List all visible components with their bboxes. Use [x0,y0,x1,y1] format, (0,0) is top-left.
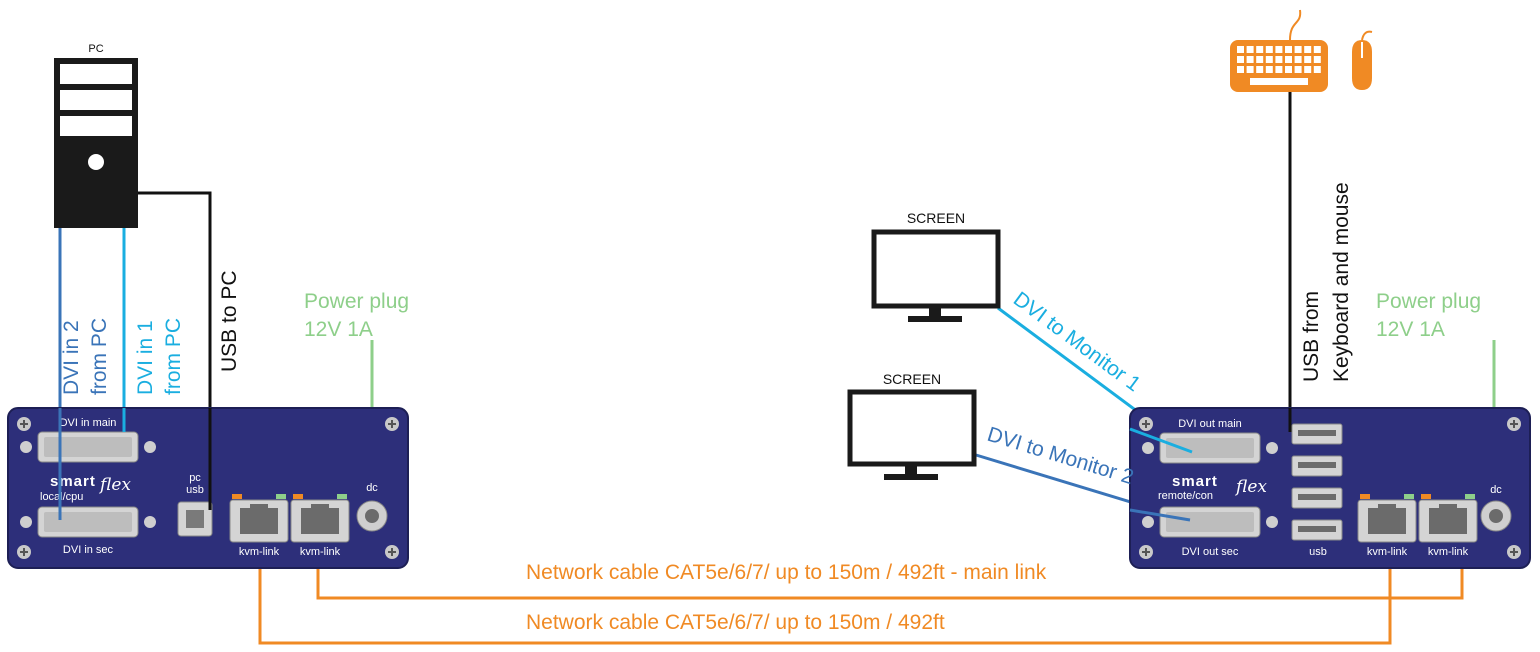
dvi-out-sec-label: DVI out sec [1182,546,1239,558]
keyboard-icon [1230,40,1328,92]
kvm-link-port-1[interactable] [229,494,289,543]
usb-a-port-4[interactable] [1291,519,1343,541]
pc-usb-label-1: pc [189,472,201,484]
remote-brand-flex: flex [1234,477,1267,497]
network-main-label: Network cable CAT5e/6/7/ up to 150m / 49… [526,561,1047,584]
usb-keyboard-label-line1: USB from [1300,291,1323,382]
power-right-label-line2: 12V 1A [1376,318,1445,341]
usb-a-port-1[interactable] [1291,423,1343,445]
usb-keyboard-label-line2: Keyboard and mouse [1330,182,1353,382]
dc-label: dc [366,482,378,494]
screw-icon [1507,417,1521,431]
remote-dc-power-jack[interactable] [1480,500,1512,532]
mouse-icon [1352,30,1373,90]
local-brand-flex: flex [98,475,131,495]
local-brand-smart: smart [50,473,96,490]
remote-brand-smart: smart [1172,473,1218,490]
screen-2-label: SCREEN [883,371,941,387]
dvi-in-main-label: DVI in main [60,417,117,429]
local-unit-type: local/cpu [40,491,83,503]
screw-icon [1139,545,1153,559]
screw-icon [17,417,31,431]
dvi-in-main-port[interactable] [20,431,156,463]
usb-a-port-2[interactable] [1291,455,1343,477]
remote-unit-type: remote/con [1158,490,1213,502]
dvi-in-sec-port[interactable] [20,506,156,538]
dvi-in-1-label-line2: from PC [162,318,185,395]
screen-2-monitor-icon: SCREEN [847,371,977,480]
kvm-link-label-1: kvm-link [239,546,280,558]
remote-kvm-link-label-1: kvm-link [1367,546,1408,558]
local-cpu-unit: DVI in main smart flex local/cpu DVI in … [7,407,409,569]
dvi-out-main-label: DVI out main [1178,418,1242,430]
power-left-label-line1: Power plug [304,290,409,313]
remote-kvm-link-label-2: kvm-link [1428,546,1469,558]
remote-con-unit: DVI out main smart flex remote/con DVI o… [1129,407,1531,569]
remote-kvm-link-port-1[interactable] [1357,494,1417,543]
network-cable-second [258,548,1392,645]
power-left-label-line2: 12V 1A [304,318,373,341]
kvm-link-port-2[interactable] [290,494,350,543]
usb-a-port-3[interactable] [1291,487,1343,509]
screw-icon [1507,545,1521,559]
screw-icon [17,545,31,559]
network-second-label: Network cable CAT5e/6/7/ up to 150m / 49… [526,611,945,634]
power-right-label-line1: Power plug [1376,290,1481,313]
dvi-in-2-label-line1: DVI in 2 [60,320,83,395]
kvm-link-label-2: kvm-link [300,546,341,558]
pc-tower-icon: PC [54,43,138,228]
dvi-in-sec-label: DVI in sec [63,544,114,556]
usb-b-port[interactable] [177,501,213,537]
dvi-in-1-label-line1: DVI in 1 [134,320,157,395]
dvi-out-main-port[interactable] [1142,432,1278,464]
pc-usb-label-2: usb [186,484,204,496]
usb-label: usb [1309,546,1327,558]
dvi-out-sec-port[interactable] [1142,506,1278,538]
pc-label: PC [88,43,103,55]
screw-icon [385,545,399,559]
usb-to-pc-label: USB to PC [218,270,241,372]
usb-to-pc-cable [136,191,212,508]
screen-1-monitor-icon: SCREEN [871,210,1001,322]
remote-kvm-link-port-2[interactable] [1418,494,1478,543]
screw-icon [385,417,399,431]
dc-power-jack[interactable] [356,500,388,532]
remote-dc-label: dc [1490,484,1502,496]
dvi-monitor-1-label: DVI to Monitor 1 [1009,288,1145,397]
screw-icon [1139,417,1153,431]
keyboard-cord [1289,9,1302,41]
dvi-in-2-label-line2: from PC [88,318,111,395]
network-cable-main [316,548,1464,600]
screen-1-label: SCREEN [907,210,965,226]
